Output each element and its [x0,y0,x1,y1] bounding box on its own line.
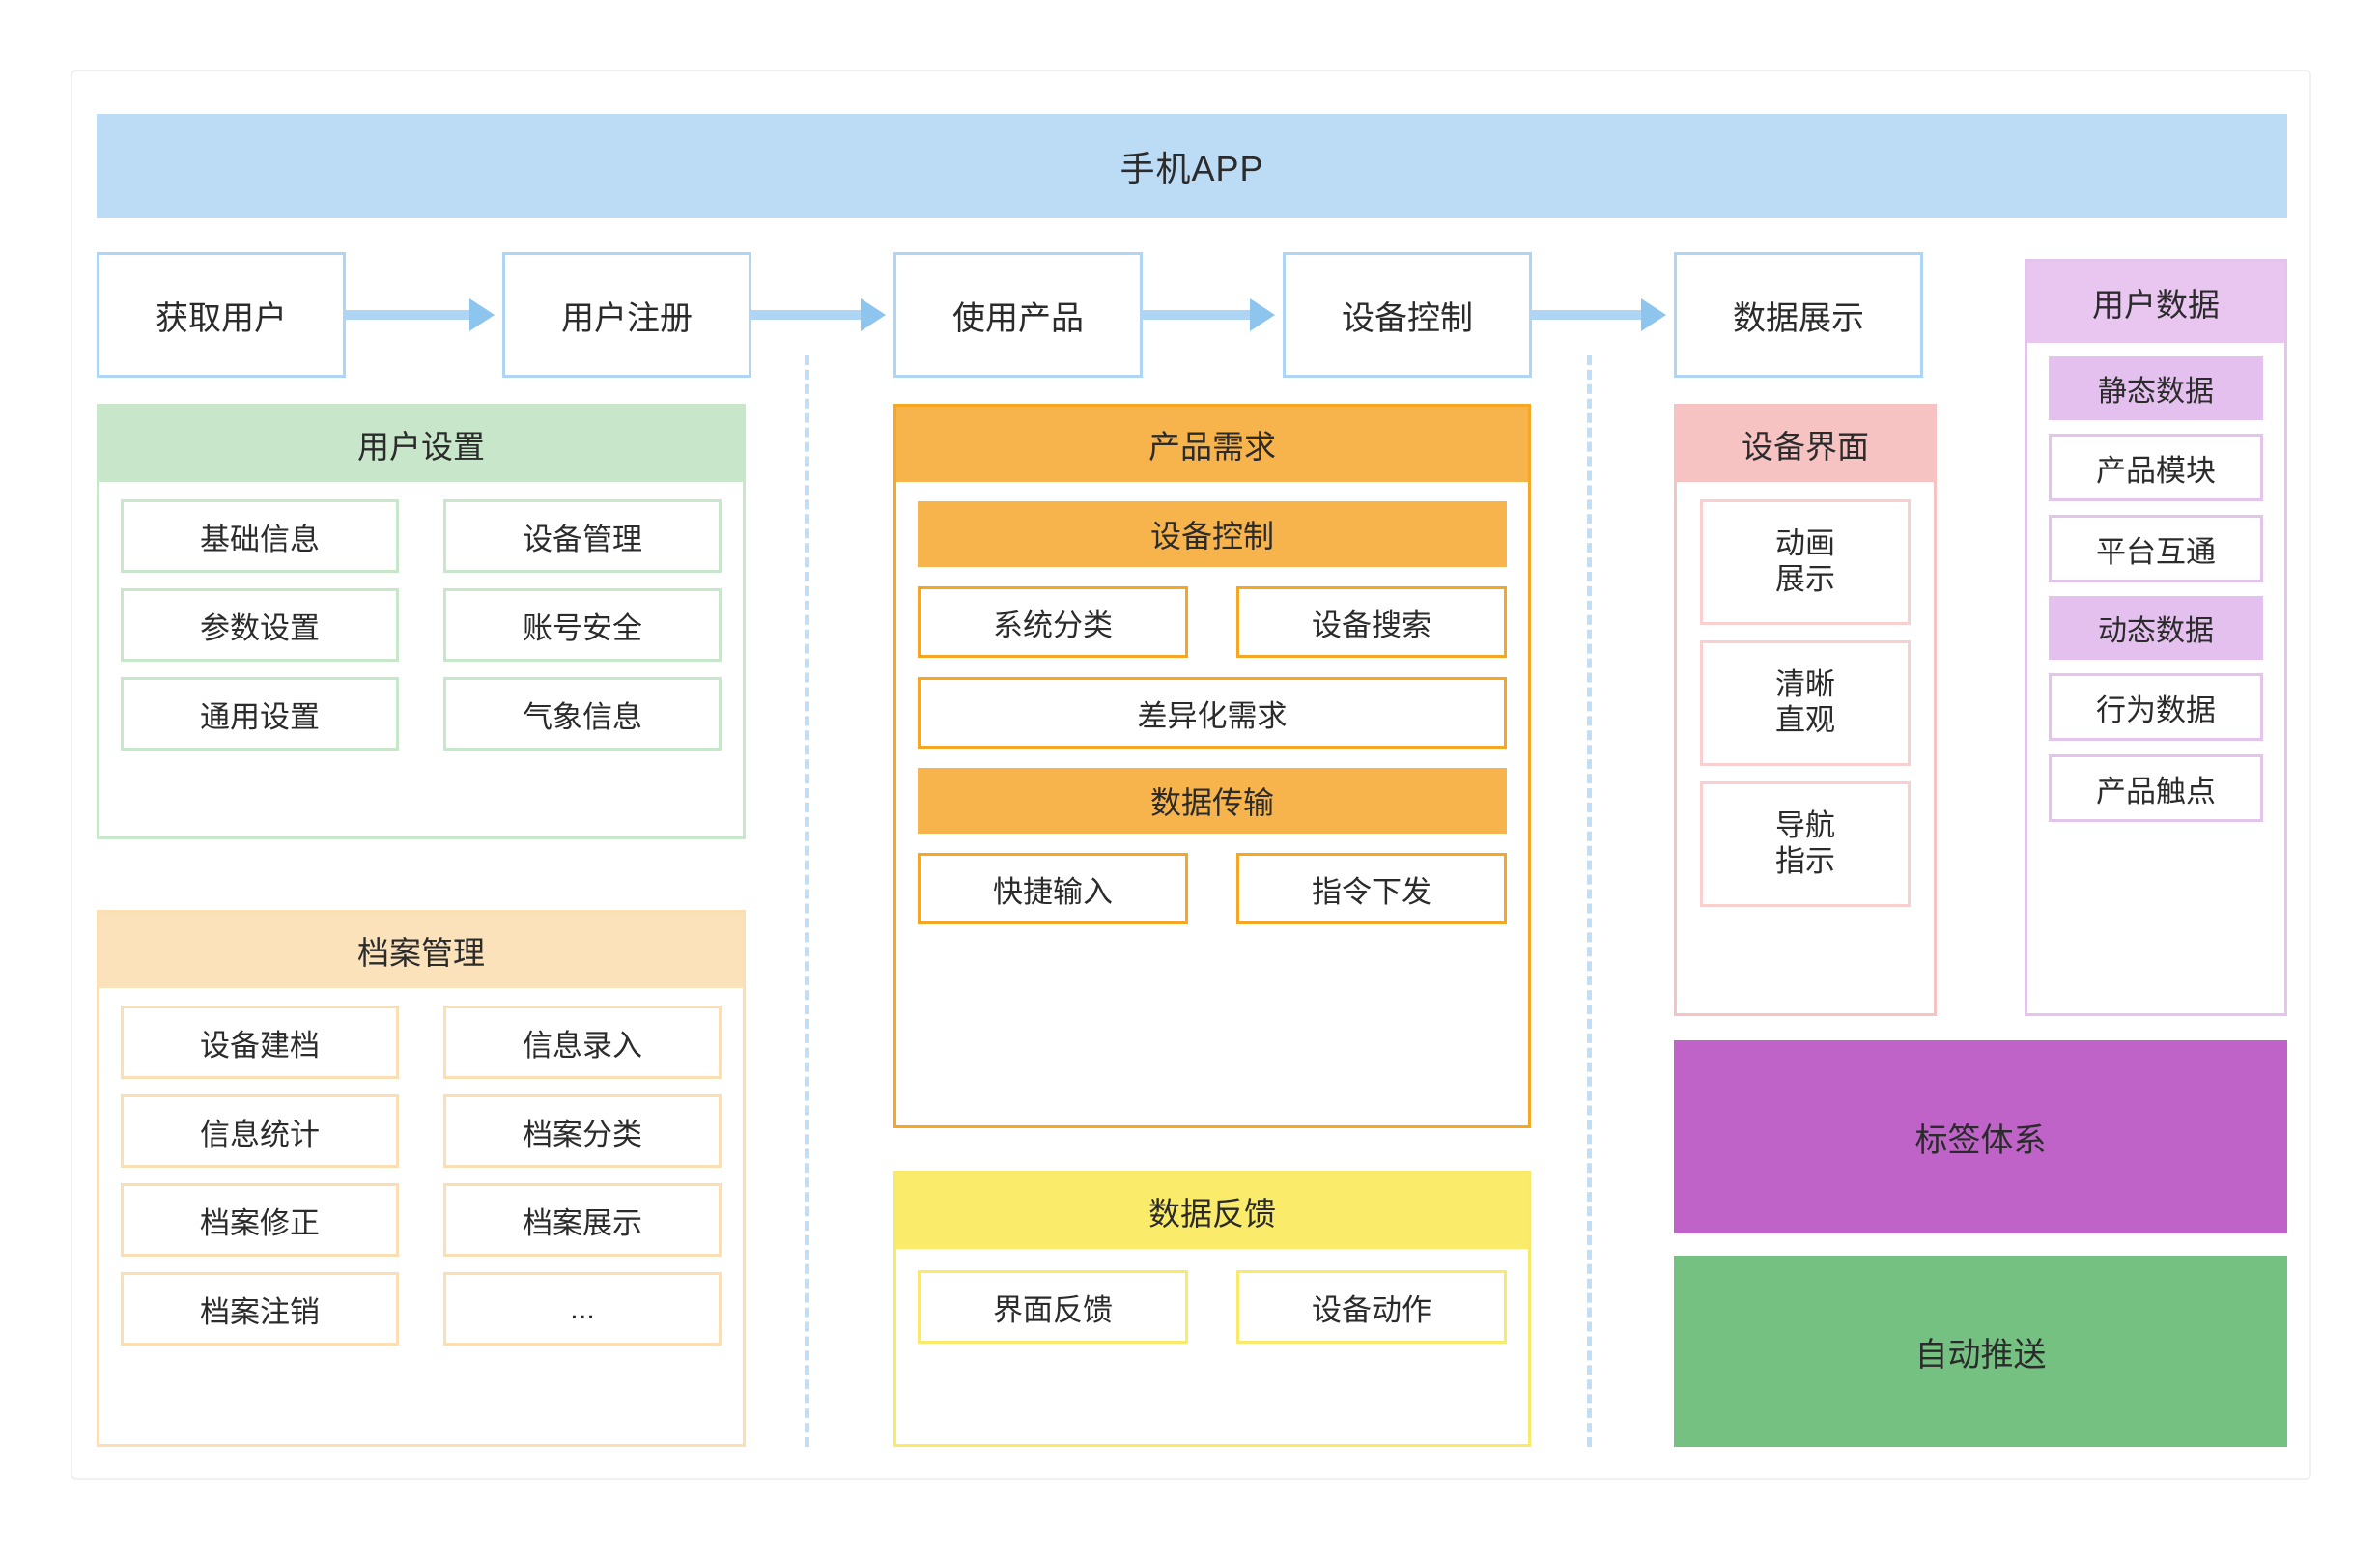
cell-device-filing[interactable]: 设备建档 [121,1006,399,1079]
flow-step-label: 用户注册 [561,299,693,337]
flow-step-data-display[interactable]: 数据展示 [1674,252,1923,378]
cell-navigation-instruction[interactable]: 导航 指示 [1700,781,1911,907]
group-product-requirement-body: 设备控制 系统分类 设备搜索 差异化需求 数据传输 快捷输入 指令下发 [896,482,1528,965]
group-title: 用户设置 [357,429,485,465]
cell-archive-cancellation[interactable]: 档案注销 [121,1272,399,1346]
cell-platform-interop[interactable]: 平台互通 [2049,515,2263,582]
group-title: 用户数据 [2092,287,2220,323]
cell-device-search[interactable]: 设备搜索 [1236,586,1507,658]
app-header-title: 手机APP [1119,149,1264,188]
group-user-data: 用户数据 静态数据 产品模块 平台互通 动态数据 行为数据 产品触点 [2025,259,2287,1016]
group-user-data-body: 静态数据 产品模块 平台互通 动态数据 行为数据 产品触点 [2027,343,2284,855]
flow-step-device-control[interactable]: 设备控制 [1283,252,1532,378]
flow-step-label: 使用产品 [952,299,1084,337]
cell-general-settings[interactable]: 通用设置 [121,677,399,751]
flow-step-user-register[interactable]: 用户注册 [502,252,751,378]
table-row: 系统分类 设备搜索 [918,586,1507,658]
table-row: 基础信息 设备管理 [121,499,722,573]
group-product-requirement: 产品需求 设备控制 系统分类 设备搜索 差异化需求 数据传输 快捷输入 指令下发 [893,404,1531,1128]
cell-command-dispatch[interactable]: 指令下发 [1236,853,1507,924]
cell-behavior-data[interactable]: 行为数据 [2049,673,2263,741]
column-separator-1 [805,355,809,1447]
flow-step-get-user[interactable]: 获取用户 [97,252,346,378]
flow-step-use-product[interactable]: 使用产品 [893,252,1143,378]
table-row: 通用设置 气象信息 [121,677,722,751]
group-title: 设备界面 [1742,429,1869,465]
group-data-feedback-header: 数据反馈 [896,1174,1528,1249]
group-device-interface-header: 设备界面 [1677,407,1934,482]
subgroup-data-transmission[interactable]: 数据传输 [918,768,1507,834]
subgroup-dynamic-data[interactable]: 动态数据 [2049,596,2263,660]
table-row: 参数设置 账号安全 [121,588,722,662]
group-user-settings: 用户设置 基础信息 设备管理 参数设置 账号安全 通用设置 气象信息 [97,404,746,839]
block-tag-system[interactable]: 标签体系 [1674,1040,2287,1233]
table-row: 档案修正 档案展示 [121,1183,722,1257]
table-row: 档案注销 ... [121,1272,722,1346]
group-title: 产品需求 [1148,429,1276,465]
subgroup-device-control[interactable]: 设备控制 [918,501,1507,567]
cell-interface-feedback[interactable]: 界面反馈 [918,1270,1188,1344]
cell-account-security[interactable]: 账号安全 [443,588,722,662]
cell-clear-intuitive[interactable]: 清晰 直观 [1700,640,1911,766]
group-archive-management: 档案管理 设备建档 信息录入 信息统计 档案分类 档案修正 档案展示 档案注销 … [97,910,746,1447]
group-device-interface-body: 动画 展示 清晰 直观 导航 指示 [1677,482,1934,928]
group-user-settings-header: 用户设置 [99,407,743,482]
cell-product-touchpoint[interactable]: 产品触点 [2049,754,2263,822]
group-user-data-header: 用户数据 [2027,262,2284,343]
block-auto-push[interactable]: 自动推送 [1674,1256,2287,1447]
group-title: 数据反馈 [1148,1196,1276,1232]
cell-quick-input[interactable]: 快捷输入 [918,853,1188,924]
cell-basic-info[interactable]: 基础信息 [121,499,399,573]
group-device-interface: 设备界面 动画 展示 清晰 直观 导航 指示 [1674,404,1937,1016]
cell-info-entry[interactable]: 信息录入 [443,1006,722,1079]
group-data-feedback-body: 界面反馈 设备动作 [896,1249,1528,1365]
cell-system-classification[interactable]: 系统分类 [918,586,1188,658]
flow-step-label: 获取用户 [156,299,287,337]
cell-info-statistics[interactable]: 信息统计 [121,1094,399,1168]
cell-parameter-settings[interactable]: 参数设置 [121,588,399,662]
cell-archive-classification[interactable]: 档案分类 [443,1094,722,1168]
cell-device-management[interactable]: 设备管理 [443,499,722,573]
cell-differentiated-requirement[interactable]: 差异化需求 [918,677,1507,749]
table-row: 快捷输入 指令下发 [918,853,1507,924]
group-data-feedback: 数据反馈 界面反馈 设备动作 [893,1171,1531,1447]
cell-archive-display[interactable]: 档案展示 [443,1183,722,1257]
cell-device-action[interactable]: 设备动作 [1236,1270,1507,1344]
cell-archive-correction[interactable]: 档案修正 [121,1183,399,1257]
flow-step-label: 数据展示 [1733,299,1864,337]
subgroup-static-data[interactable]: 静态数据 [2049,356,2263,420]
cell-archive-more[interactable]: ... [443,1272,722,1346]
cell-animation-display[interactable]: 动画 展示 [1700,499,1911,625]
group-user-settings-body: 基础信息 设备管理 参数设置 账号安全 通用设置 气象信息 [99,482,743,772]
group-archive-management-header: 档案管理 [99,913,743,988]
cell-product-module[interactable]: 产品模块 [2049,434,2263,501]
group-title: 档案管理 [357,935,485,971]
column-separator-2 [1587,355,1592,1447]
flow-step-label: 设备控制 [1342,299,1473,337]
table-row: 信息统计 档案分类 [121,1094,722,1168]
cell-weather-info[interactable]: 气象信息 [443,677,722,751]
group-product-requirement-header: 产品需求 [896,407,1528,482]
group-archive-management-body: 设备建档 信息录入 信息统计 档案分类 档案修正 档案展示 档案注销 ... [99,988,743,1367]
table-row: 界面反馈 设备动作 [918,1270,1507,1344]
app-header-bar: 手机APP [97,114,2287,218]
table-row: 设备建档 信息录入 [121,1006,722,1079]
